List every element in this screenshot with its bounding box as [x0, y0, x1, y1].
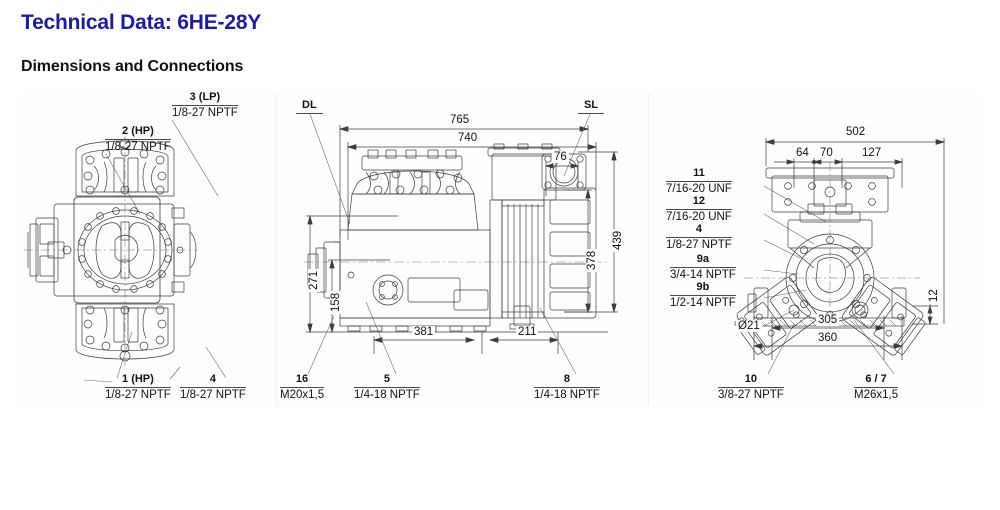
top-view-panel: 3 (LP) 1/8-27 NPTF 2 (HP) 1/8-27 NPTF 1 …	[20, 91, 278, 408]
dimensions-drawing-area: 3 (LP) 1/8-27 NPTF 2 (HP) 1/8-27 NPTF 1 …	[20, 91, 980, 408]
dimension-158: 158	[330, 290, 342, 314]
dimension-360: 360	[816, 332, 840, 344]
dimension-381: 381	[412, 326, 436, 338]
dimension-740: 740	[456, 132, 480, 144]
dimension-439: 439	[612, 228, 624, 252]
connection-label-5: 5 1/4-18 NPTF	[354, 373, 420, 401]
dimension-305: 305	[816, 314, 840, 326]
connection-label-9a: 9a 3/4-14 NPTF	[670, 253, 736, 281]
connection-label-1-hp: 1 (HP) 1/8-27 NPTF	[105, 373, 171, 401]
side-view-panel: 765 740 76 271 158 378 439 381 211 DL SL…	[278, 92, 648, 408]
panel-divider-1	[276, 94, 277, 406]
connection-label-11: 11 7/16-20 UNF	[666, 167, 732, 195]
connection-label-6-7: 6 / 7 M26x1,5	[854, 373, 899, 401]
dimension-378: 378	[586, 248, 598, 272]
dimension-64: 64	[794, 147, 811, 159]
dimension-502: 502	[844, 126, 868, 138]
dimension-127: 127	[860, 147, 884, 159]
connection-label-12: 12 7/16-20 UNF	[666, 195, 732, 223]
dimension-70: 70	[818, 147, 835, 159]
port-label-sl: SL	[578, 99, 605, 114]
front-view-dimension-lines	[752, 138, 946, 375]
compressor-top-view-drawing	[24, 136, 197, 366]
hole-diameter-note: Ø21	[736, 320, 762, 332]
page-title: Technical Data: 6HE-28Y	[21, 11, 262, 34]
port-label-dl: DL	[296, 99, 323, 114]
connection-label-16: 16 M20x1,5	[280, 373, 325, 401]
front-view-panel: 502 64 70 127 305 360 12 Ø21 11 7/16-20 …	[648, 92, 980, 408]
connection-label-8: 8 1/4-18 NPTF	[534, 373, 600, 401]
dimension-765: 765	[448, 114, 472, 126]
dimension-12: 12	[928, 287, 940, 304]
connection-label-10: 10 3/8-27 NPTF	[718, 373, 784, 401]
panel-divider-2	[648, 94, 649, 406]
connection-label-3-lp: 3 (LP) 1/8-27 NPTF	[172, 91, 238, 119]
dimension-76: 76	[552, 151, 569, 163]
connection-label-4-front: 4 1/8-27 NPTF	[666, 223, 732, 251]
dimension-271: 271	[308, 268, 320, 292]
connection-label-4-top: 4 1/8-27 NPTF	[180, 373, 246, 401]
dimension-211: 211	[516, 326, 539, 338]
section-heading: Dimensions and Connections	[21, 58, 244, 75]
connection-label-2-hp: 2 (HP) 1/8-27 NPTF	[105, 125, 171, 153]
connection-label-9b: 9b 1/2-14 NPTF	[670, 281, 736, 309]
